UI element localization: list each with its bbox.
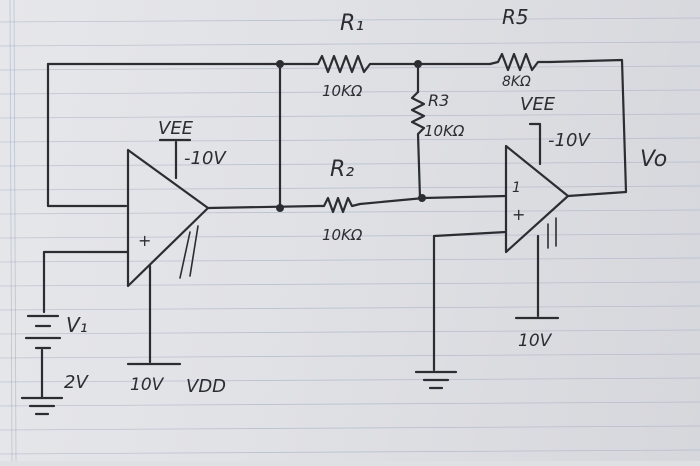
v1-top-wire [42, 250, 130, 314]
r2-value-label: 10KΩ [322, 226, 363, 244]
ground-left [20, 396, 64, 416]
node-b-dot [414, 60, 422, 68]
right-vee-label: VEE [520, 94, 556, 115]
right-opamp-inverting-wire [422, 194, 508, 200]
node-a-top-dot [276, 60, 284, 68]
right-opamp-noninverting-wire [432, 230, 508, 372]
right-opamp [504, 144, 570, 254]
right-opamp-vee-lead [528, 122, 542, 166]
node-a-bottom-dot [276, 204, 284, 212]
r3-name-label: R3 [428, 91, 449, 110]
ground-right [414, 370, 458, 390]
left-opamp-output-wire [206, 204, 320, 210]
left-opamp-hatch [179, 225, 199, 279]
v1-name-label: V₁ [66, 313, 88, 337]
vo-label: Vo [640, 147, 667, 172]
r2-resistor [316, 196, 426, 214]
r3-value-label: 10KΩ [424, 122, 465, 140]
node-c-dot [418, 194, 426, 202]
left-vee-value-label: -10V [184, 148, 227, 169]
right-opamp-minus-marker: 1 [512, 180, 521, 196]
r1-name-label: R₁ [340, 11, 364, 36]
r5-value-label: 8KΩ [502, 74, 531, 90]
r2-name-label: R₂ [330, 157, 354, 182]
r1-resistor [308, 54, 378, 74]
v1-value-label: 2V [64, 372, 89, 393]
r5-name-label: R5 [502, 5, 529, 29]
right-vdd-value-label: 10V [518, 331, 553, 351]
v1-battery [24, 314, 62, 350]
left-vdd-name-label: VDD [186, 376, 226, 397]
left-opamp-plus-sign: + [138, 231, 151, 250]
right-opamp-plus-sign: + [512, 205, 525, 224]
r1-value-label: 10KΩ [322, 82, 363, 100]
top-wire-right [548, 58, 628, 194]
right-opamp-output-wire [566, 190, 628, 198]
r3-resistor [410, 90, 426, 200]
left-vdd-value-label: 10V [130, 375, 165, 395]
right-opamp-hatch [547, 217, 557, 249]
left-vertical-wire [46, 62, 128, 208]
left-opamp [126, 148, 210, 288]
right-vee-value-label: -10V [548, 130, 591, 151]
r5-resistor [488, 52, 552, 72]
left-vee-label: VEE [158, 118, 194, 139]
